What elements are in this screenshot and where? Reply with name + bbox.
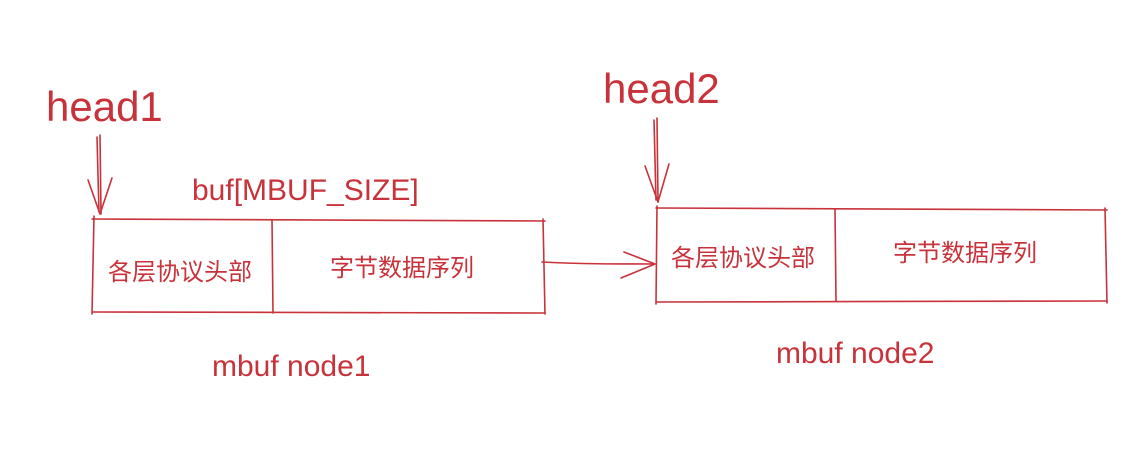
node2-caption: mbuf node2 [776, 337, 935, 370]
node1-divider [271, 219, 274, 314]
node1-data-cell: 字节数据序列 [330, 254, 474, 282]
head1-label: head1 [46, 83, 163, 130]
node2-data-cell: 字节数据序列 [893, 239, 1037, 267]
head1-pointer-arrow [87, 134, 113, 215]
node2-header-cell: 各层协议头部 [671, 244, 815, 272]
node1-header-cell: 各层协议头部 [108, 258, 252, 286]
node1-box [91, 215, 546, 315]
next-link-arrow [541, 251, 656, 279]
buffer-size-label: buf[MBUF_SIZE] [192, 174, 419, 207]
head2-label: head2 [603, 65, 720, 112]
node2-divider [834, 208, 837, 302]
node1-caption: mbuf node1 [212, 350, 371, 383]
node2-box [655, 205, 1108, 305]
head2-pointer-arrow [644, 117, 670, 203]
